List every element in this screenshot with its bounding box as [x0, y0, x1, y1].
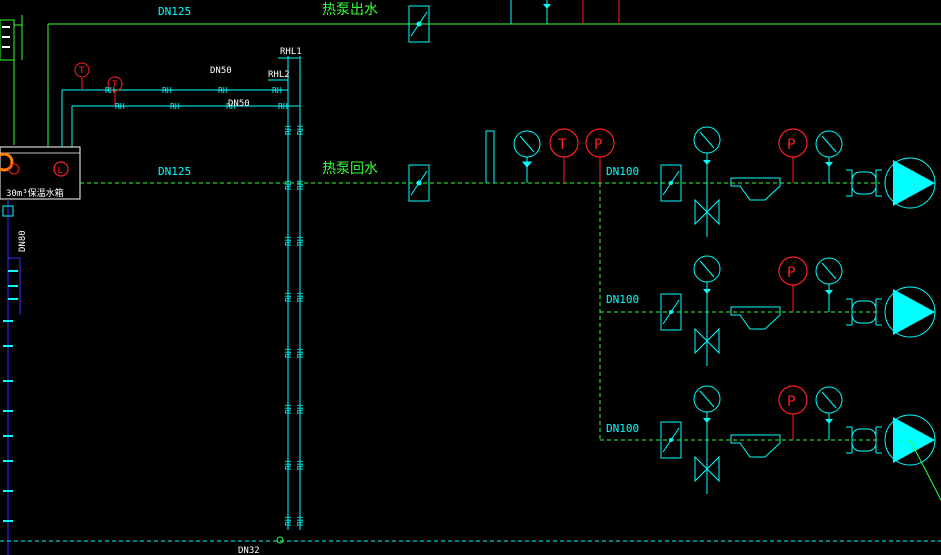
pump-branch-2: P: [660, 255, 936, 366]
return-label: 热泵回水: [322, 161, 378, 177]
dn80-label: DN80: [18, 230, 28, 252]
tank-pump-icon: [0, 152, 14, 172]
rhl1-label: RHL1: [280, 47, 302, 57]
rh-horizontal-labels: RH RH RH RH RH RH RH RH: [105, 86, 288, 111]
svg-text:RH: RH: [226, 102, 236, 111]
svg-text:RH: RH: [296, 460, 305, 470]
left-blue-pipe: [7, 200, 21, 555]
svg-text:RH: RH: [296, 180, 305, 190]
svg-text:RH: RH: [115, 102, 125, 111]
pressure-gauge-red-main: P: [585, 128, 615, 183]
dn50-label-a: DN50: [210, 66, 232, 76]
rh-loop-pipes: [61, 56, 301, 530]
rh-vertical-labels: RH RH RH RH RH RH RH RH RH RH RH RH RH R…: [284, 125, 305, 526]
svg-text:RH: RH: [296, 236, 305, 246]
svg-text:RH: RH: [296, 292, 305, 302]
level-gauge-letter: L: [58, 166, 63, 176]
svg-text:RH: RH: [105, 86, 115, 95]
dn125-mid-label: DN125: [158, 165, 191, 178]
pump-branch-3: P: [660, 385, 941, 501]
svg-text:RH: RH: [284, 516, 293, 526]
svg-text:RH: RH: [162, 86, 172, 95]
svg-text:RH: RH: [272, 86, 282, 95]
thermometer-well: [485, 130, 495, 183]
dn50-label-b: DN50: [228, 99, 250, 109]
svg-text:RH: RH: [296, 404, 305, 414]
hot-water-tank: [0, 146, 81, 200]
svg-text:RH: RH: [278, 102, 288, 111]
svg-text:RH: RH: [218, 86, 228, 95]
dn100-label-2: DN100: [606, 293, 639, 306]
supply-main-pipe: [47, 23, 941, 147]
left-blue-ticks: [3, 270, 18, 522]
top-left-valve-stack: [0, 15, 23, 145]
tank-note: 30m³保温水箱: [6, 187, 64, 199]
svg-text:T: T: [78, 66, 85, 76]
supply-label: 热泵出水: [322, 2, 378, 18]
svg-text:RH: RH: [284, 404, 293, 414]
pump-branch-1: P: [660, 126, 936, 237]
top-left-valve-marks: [2, 26, 10, 48]
svg-text:RH: RH: [284, 125, 293, 135]
supply-check-valve: [408, 5, 430, 43]
return-check-valve: [408, 164, 430, 202]
svg-text:RH: RH: [296, 125, 305, 135]
svg-text:P: P: [787, 265, 795, 281]
svg-text:RH: RH: [296, 516, 305, 526]
tank-outlet-valve: [2, 205, 14, 217]
svg-text:RH: RH: [284, 236, 293, 246]
level-gauge-icon: [53, 161, 69, 177]
svg-text:P: P: [787, 137, 795, 153]
svg-text:RH: RH: [284, 460, 293, 470]
svg-text:P: P: [787, 394, 795, 410]
svg-text:RH: RH: [284, 348, 293, 358]
dn100-label-3: DN100: [606, 422, 639, 435]
dn100-label-1: DN100: [606, 165, 639, 178]
svg-text:RH: RH: [170, 102, 180, 111]
pressure-gauge-main: [513, 130, 541, 183]
svg-text:T: T: [557, 137, 567, 153]
svg-text:RH: RH: [296, 348, 305, 358]
loop-temperature-gauges: T T: [74, 62, 123, 106]
svg-text:T: T: [111, 80, 118, 90]
dn125-top-label: DN125: [158, 5, 191, 18]
rhl2-label: RHL2: [268, 70, 290, 80]
dn32-label: DN32: [238, 546, 260, 555]
temperature-gauge-main: T: [549, 128, 579, 183]
top-right-stubs: [510, 0, 620, 24]
bottom-fitting: [276, 536, 284, 544]
tank-small-gauge: [8, 163, 20, 175]
svg-text:P: P: [594, 137, 602, 153]
svg-text:RH: RH: [284, 292, 293, 302]
svg-text:RH: RH: [284, 180, 293, 190]
